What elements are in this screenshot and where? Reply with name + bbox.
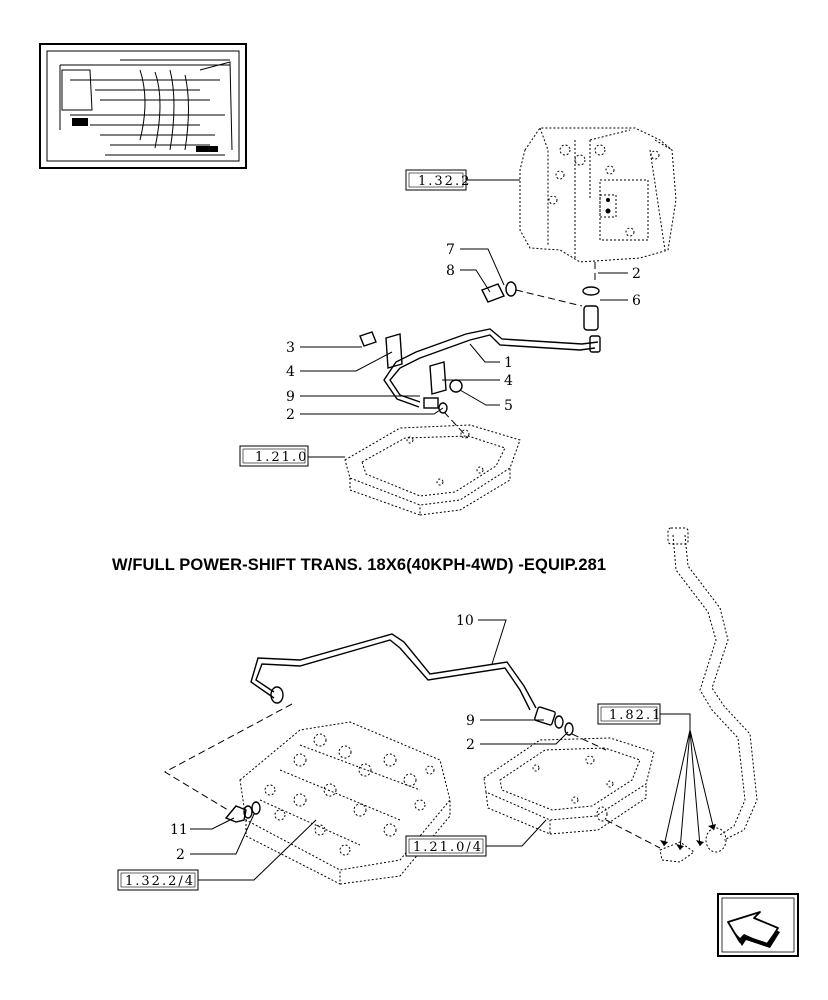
clips-and-bolts — [359, 331, 463, 414]
ref-label-1-82-1: 1.82.1 — [609, 708, 662, 723]
top-leaders — [300, 179, 628, 458]
ref-label-1-32-2-4: 1.32.2/4 — [125, 874, 195, 889]
callout-2-bottom-right: 2 — [466, 737, 475, 753]
callout-7: 7 — [446, 242, 455, 258]
callout-10: 10 — [456, 613, 474, 629]
ref-box-1-32-2[interactable]: 1.32.2 — [405, 169, 471, 191]
ref-box-1-82-1[interactable]: 1.82.1 — [597, 703, 662, 725]
ref-label-1-21-0: 1.21.0 — [255, 450, 308, 465]
next-page-arrow-icon[interactable] — [717, 893, 799, 957]
callout-2-bottom-left: 2 — [176, 847, 185, 863]
callout-4-left: 4 — [286, 364, 295, 380]
sump-1-21-0-4 — [483, 737, 655, 835]
callouts-top: 7 8 2 6 3 4 1 4 9 5 2 — [286, 242, 641, 423]
plug-7-8 — [481, 281, 517, 303]
control-valve-top — [519, 127, 677, 263]
section-title: W/FULL POWER-SHIFT TRANS. 18X6(40KPH-4WD… — [112, 556, 607, 574]
callout-9-top: 9 — [286, 389, 295, 405]
sump-1-21-0 — [344, 424, 521, 516]
callout-11: 11 — [170, 822, 188, 838]
ref-label-1-21-0-4: 1.21.0/4 — [413, 840, 483, 855]
callout-5: 5 — [504, 398, 513, 414]
callout-2-top: 2 — [632, 266, 641, 282]
union-fitting-6 — [582, 286, 601, 353]
callout-8: 8 — [446, 263, 455, 279]
callout-6: 6 — [632, 293, 641, 309]
thumbnail-locator — [39, 43, 247, 169]
callout-3: 3 — [286, 340, 295, 356]
pipe-1 — [383, 328, 599, 408]
elbow-fitting-11 — [224, 801, 261, 823]
bottom-leaders — [190, 619, 716, 881]
callout-9-bottom: 9 — [466, 713, 475, 729]
ref-box-1-32-2-4[interactable]: 1.32.2/4 — [117, 869, 199, 891]
fittings-9-2 — [534, 706, 574, 736]
callout-4-right: 4 — [504, 373, 513, 389]
ref-box-1-21-0[interactable]: 1.21.0 — [239, 445, 309, 467]
callout-1: 1 — [504, 355, 513, 371]
ref-box-1-21-0-4[interactable]: 1.21.0/4 — [405, 835, 487, 857]
ref-label-1-32-2: 1.32.2 — [418, 174, 471, 189]
control-valve-bottom — [239, 721, 451, 885]
hose-1-82-1 — [659, 527, 758, 863]
pipe-10 — [250, 633, 537, 711]
callout-2-mid: 2 — [286, 407, 295, 423]
callouts-bottom: 10 9 2 11 2 — [170, 613, 475, 863]
